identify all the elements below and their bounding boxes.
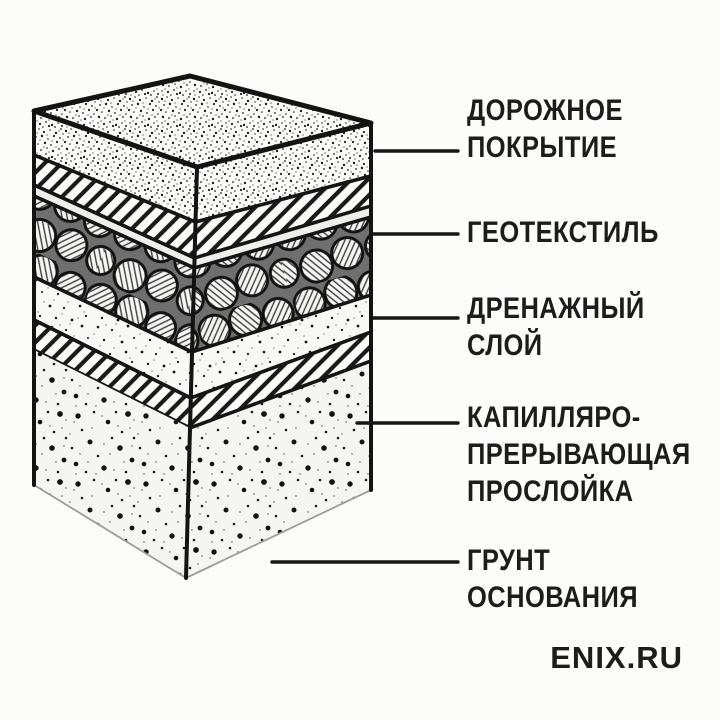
label-line: ПРОСЛОЙКА [467,475,634,508]
label-line: ОСНОВАНИЯ [467,581,638,614]
label-line: ПРЕРЫВАЮЩАЯ [467,438,691,471]
label-line: ДРЕНАЖНЫЙ [467,292,645,325]
block-outline [32,109,373,580]
layer-subgrade-right [186,361,371,578]
label-line: ДОРОЖНОЕ [467,94,623,127]
leader-lines [270,149,460,564]
label-drainage: ДРЕНАЖНЫЙ СЛОЙ [467,290,645,364]
label-line: ГЕОТЕКСТИЛЬ [467,216,659,249]
layer-subgrade-left [34,350,190,578]
label-line: ПОКРЫТИЕ [467,131,618,164]
label-capillary: КАПИЛЛЯРО- ПРЕРЫВАЮЩАЯ ПРОСЛОЙКА [467,399,691,510]
label-line: СЛОЙ [467,329,543,362]
watermark-enix-ru: ENIX.RU [550,640,683,675]
label-road-surface: ДОРОЖНОЕ ПОКРЫТИЕ [467,92,623,166]
label-line: ГРУНТ [467,544,551,577]
label-geotextile: ГЕОТЕКСТИЛЬ [467,214,659,251]
face-right [185,121,373,579]
label-subgrade: ГРУНТ ОСНОВАНИЯ [467,542,638,616]
face-left [32,109,199,579]
label-line: КАПИЛЛЯРО- [467,401,641,434]
